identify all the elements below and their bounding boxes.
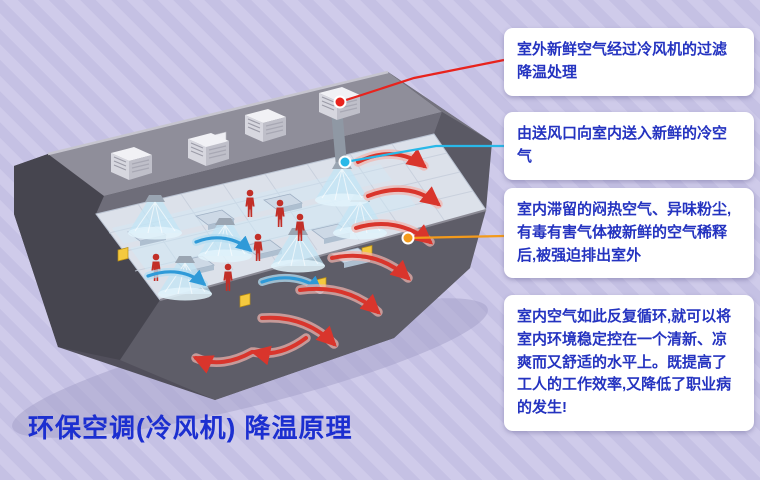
- left-wall: [14, 154, 160, 360]
- orange-dot-marker: [401, 231, 415, 245]
- callout-text: 室外新鲜空气经过冷风机的过滤降温处理: [517, 41, 728, 81]
- cyan-dot-marker: [338, 155, 352, 169]
- connector-line-exhaust: [407, 234, 505, 240]
- callout-text: 由送风口向室内送入新鲜的冷空气: [517, 125, 728, 165]
- red-dot-marker: [333, 95, 347, 109]
- callout-supply-vent: 由送风口向室内送入新鲜的冷空气: [504, 112, 754, 180]
- callout-circulation-summary: 室内空气如此反复循环,就可以将室内环境稳定控在一个清新、凉爽而又舒适的水平上。既…: [504, 295, 754, 431]
- right-wall: [434, 112, 492, 210]
- callout-outdoor-air-filtering: 室外新鲜空气经过冷风机的过滤降温处理: [504, 28, 754, 96]
- supply-duct: [314, 107, 370, 207]
- connector-line-outdoor-air: [339, 58, 505, 104]
- page-title: 环保空调(冷风机) 降温原理: [28, 413, 353, 443]
- callout-exhaust-air: 室内滞留的闷热空气、异味粉尘,有毒有害气体被新鲜的空气稀释后,被强迫排出室外: [504, 188, 754, 279]
- connector-line-supply-vent: [344, 144, 504, 164]
- back-wall: [96, 112, 442, 214]
- callout-text: 室内空气如此反复循环,就可以将室内环境稳定控在一个清新、凉爽而又舒适的水平上。既…: [517, 308, 732, 417]
- callout-connectors: [333, 58, 505, 245]
- callout-text: 室内滞留的闷热空气、异味粉尘,有毒有害气体被新鲜的空气稀释后,被强迫排出室外: [517, 201, 732, 264]
